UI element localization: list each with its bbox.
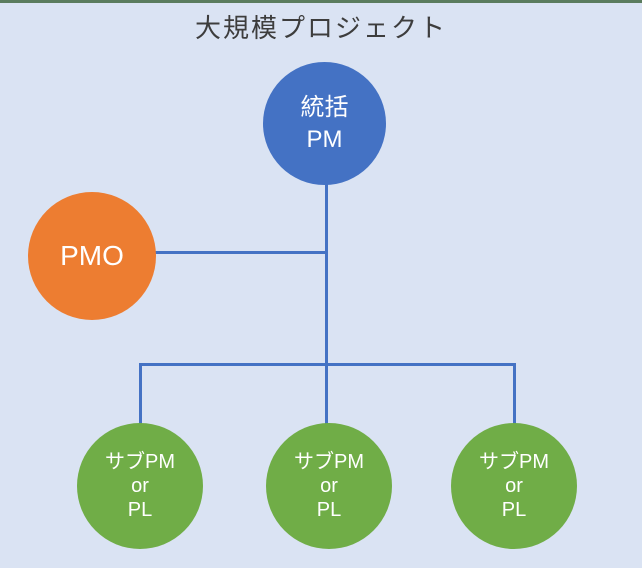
- node-pmo-label: PMO: [60, 240, 124, 271]
- top-border-line: [0, 0, 642, 3]
- node-pmo: PMO: [28, 192, 156, 320]
- node-sub-pm-1: サブPM or PL: [77, 423, 203, 549]
- node-overall-pm: 統括 PM: [263, 62, 386, 185]
- node-sub-pm-3-label-line2: or: [505, 475, 523, 497]
- connector-right-drop: [513, 363, 516, 425]
- node-sub-pm-2-label-line2: or: [320, 475, 338, 497]
- node-sub-pm-3-label-line3: PL: [501, 499, 527, 521]
- node-sub-pm-1-label-line2: or: [131, 475, 149, 497]
- node-sub-pm-1-label-line1: サブPM: [105, 451, 175, 473]
- node-overall-pm-label-line2: PM: [306, 125, 343, 153]
- connector-left-drop: [139, 363, 142, 425]
- node-sub-pm-2-label-line1: サブPM: [294, 451, 364, 473]
- node-overall-pm-label-line1: 統括: [300, 94, 349, 122]
- node-sub-pm-3-label-line1: サブPM: [479, 451, 549, 473]
- node-sub-pm-2-label-line3: PL: [316, 499, 342, 521]
- connector-main-vertical: [325, 175, 328, 425]
- node-sub-pm-3: サブPM or PL: [451, 423, 577, 549]
- connector-pmo-horizontal: [150, 251, 327, 254]
- chart-title: 大規模プロジェクト: [194, 13, 447, 43]
- node-sub-pm-2: サブPM or PL: [266, 423, 392, 549]
- connector-branch-horizontal: [139, 363, 516, 366]
- node-sub-pm-1-label-line3: PL: [127, 499, 153, 521]
